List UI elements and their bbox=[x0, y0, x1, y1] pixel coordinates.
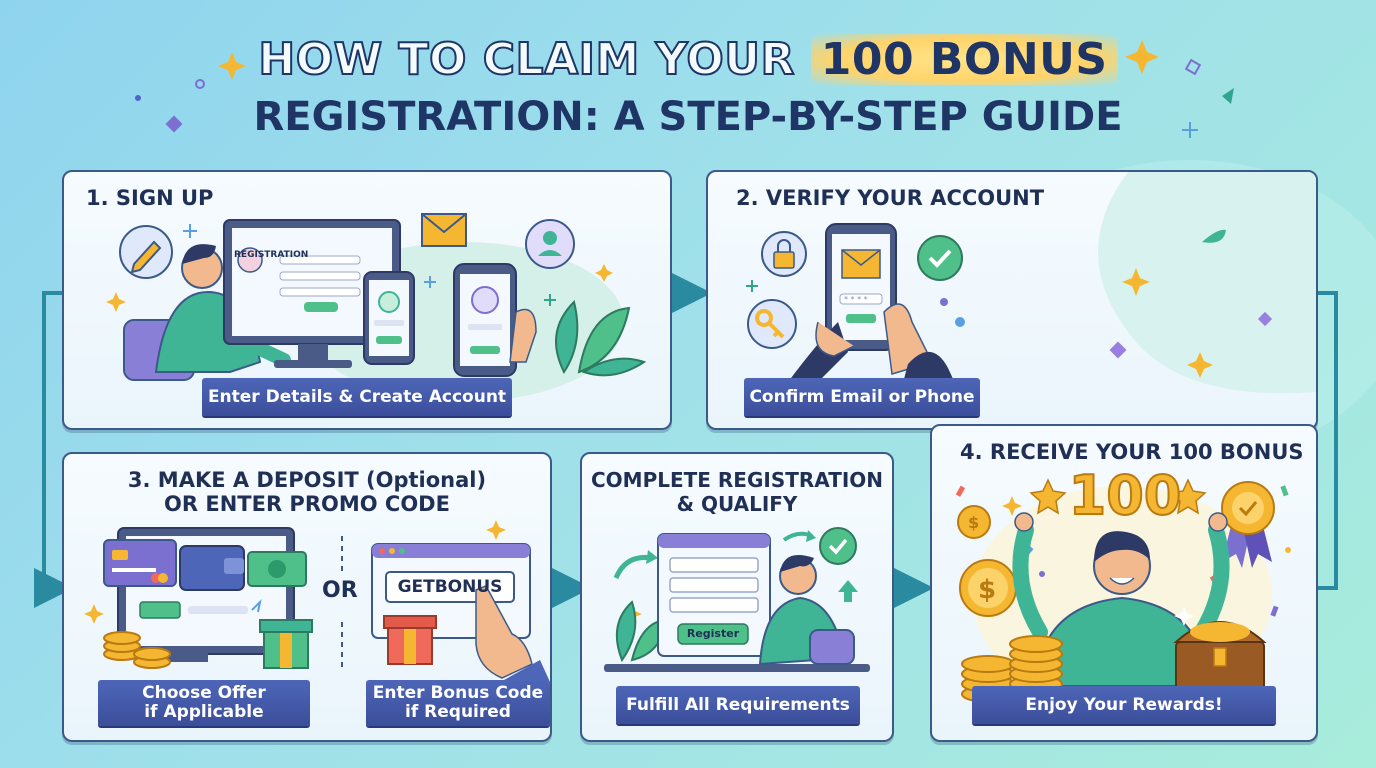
svg-text:$: $ bbox=[968, 513, 979, 532]
step-3-title: 3. MAKE A DEPOSIT (Optional) OR ENTER PR… bbox=[64, 468, 550, 516]
ribbon-choose-offer-line-1: Choose Offer bbox=[142, 683, 266, 703]
step-2-title: 2. VERIFY YOUR ACCOUNT bbox=[736, 186, 1045, 210]
ribbon-bonus-code-line-1: Enter Bonus Code bbox=[372, 683, 544, 703]
step-1-ribbon: Enter Details & Create Account bbox=[202, 378, 512, 416]
complete-registration-illustration bbox=[604, 527, 870, 672]
title-line-2: REGISTRATION: A STEP-BY-STEP GUIDE bbox=[253, 94, 1123, 140]
complete-registration-title: COMPLETE REGISTRATION & QUALIFY bbox=[582, 468, 892, 516]
complete-registration-title-line-2: & QUALIFY bbox=[676, 492, 798, 516]
complete-registration-title-line-1: COMPLETE REGISTRATION bbox=[590, 468, 884, 492]
step-2-illustration: * * * * bbox=[746, 172, 1316, 394]
title-line-1: HOW TO CLAIM YOUR 100 BONUS bbox=[0, 32, 1376, 88]
complete-registration-ribbon: Fulfill All Requirements bbox=[616, 686, 860, 724]
register-button[interactable]: Register bbox=[686, 627, 740, 640]
step-4-title: 4. RECEIVE YOUR 100 BONUS bbox=[960, 440, 1304, 464]
promo-code-text: GETBONUS bbox=[397, 577, 503, 597]
ribbon-choose-offer-line-2: if Applicable bbox=[144, 702, 264, 722]
step-3-title-line-2: OR ENTER PROMO CODE bbox=[164, 492, 450, 516]
title-highlight-bonus: 100 BONUS bbox=[810, 34, 1118, 85]
step-4-panel: 4. RECEIVE YOUR 100 BONUS $ $ bbox=[930, 424, 1318, 742]
step-1-illustration bbox=[106, 213, 647, 402]
step-3-title-line-1: 3. MAKE A DEPOSIT (Optional) bbox=[127, 468, 487, 492]
ribbon-bonus-code-line-2: if Required bbox=[405, 702, 511, 722]
step-3-panel: 3. MAKE A DEPOSIT (Optional) OR ENTER PR… bbox=[62, 452, 552, 742]
step-3-illustration bbox=[84, 520, 550, 698]
svg-text:$: $ bbox=[978, 575, 996, 605]
step-1-title: 1. SIGN UP bbox=[86, 186, 214, 210]
or-label: OR bbox=[322, 578, 358, 603]
big-100-number: 100 bbox=[1068, 463, 1183, 528]
page-title: HOW TO CLAIM YOUR 100 BONUS REGISTRATION… bbox=[0, 32, 1376, 144]
step-4-illustration: $ $ bbox=[955, 478, 1291, 706]
step-4-ribbon: Enjoy Your Rewards! bbox=[972, 686, 1276, 724]
complete-registration-panel: COMPLETE REGISTRATION & QUALIFY Register… bbox=[580, 452, 894, 742]
title-sparkles-decoration bbox=[135, 40, 1234, 138]
step-2-ribbon: Confirm Email or Phone bbox=[744, 378, 980, 416]
registration-screen-label: REGISTRATION bbox=[234, 250, 309, 260]
svg-text:* * * *: * * * * bbox=[844, 295, 868, 304]
step-1-panel: 1. SIGN UP bbox=[62, 170, 672, 430]
step-2-panel: 2. VERIFY YOUR ACCOUNT * * * * bbox=[706, 170, 1318, 430]
